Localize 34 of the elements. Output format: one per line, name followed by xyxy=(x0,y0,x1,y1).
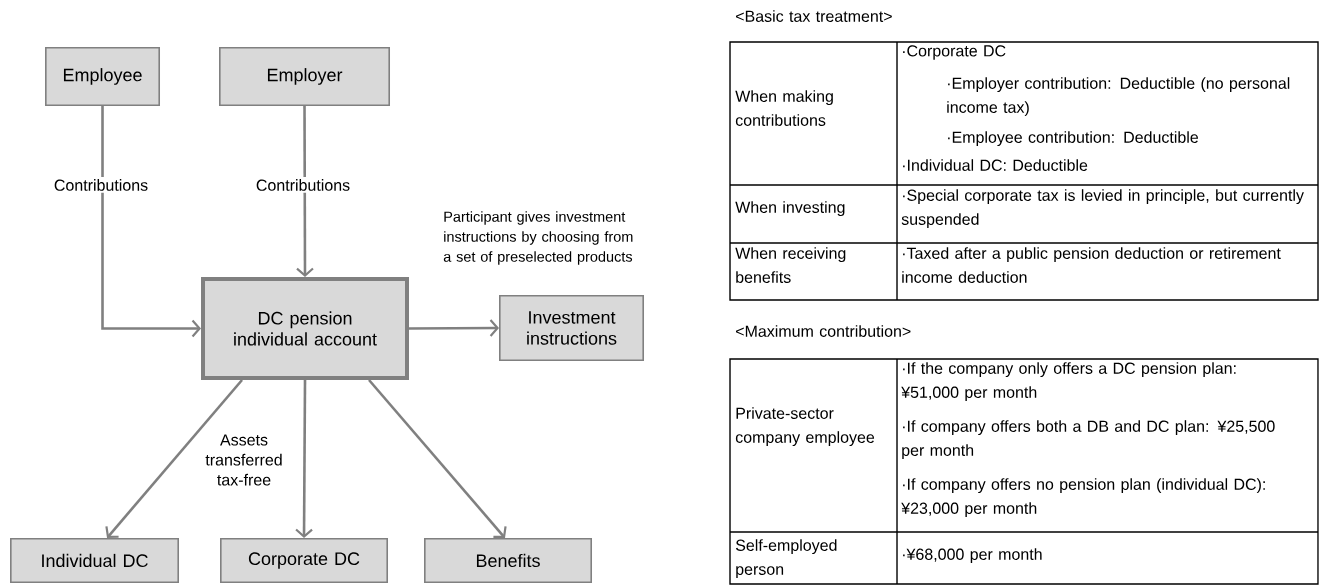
edge-label: Contributions xyxy=(253,177,353,193)
table-title: <Maximum contribution> xyxy=(736,325,911,337)
edge-label: Contributions xyxy=(51,177,151,193)
table-cell-text: When investing xyxy=(735,201,845,217)
edge-label: Assets transferred tax-free xyxy=(205,434,282,486)
table-cell-text: ·¥68,000 per month xyxy=(903,548,1042,564)
table-cell-text: ·If the company only offers a DC pension plan: ¥51,000 per month xyxy=(901,362,1236,402)
arrow xyxy=(409,319,499,337)
process-box: Corporate DC xyxy=(220,538,388,583)
arrow xyxy=(295,380,313,538)
table-cell-text: ·Taxed after a public pension deduction or retirement income deduction xyxy=(902,247,1281,283)
table-cell-text: ·Special corporate tax is levied in principle, but currently suspended xyxy=(901,189,1304,229)
table-cell-text: ·Individual DC: Deductible xyxy=(903,159,1088,171)
arrow xyxy=(296,106,314,277)
table-cell-text: ·If company offers no pension plan (individual DC): ¥23,000 per month xyxy=(901,478,1265,518)
table-cell-text: When making contributions xyxy=(735,90,833,126)
table-cell-text: ·Employee contribution: Deductible xyxy=(948,131,1198,147)
table-cell-text: ·Employer contribution: Deductible (no personal income tax) xyxy=(947,77,1290,117)
process-box: Investment instructions xyxy=(499,295,644,361)
arrow xyxy=(105,379,243,538)
table-cell-text: Self-employed person xyxy=(735,539,837,579)
process-box: DC pension individual account xyxy=(201,277,409,380)
process-box: Individual DC xyxy=(10,538,179,583)
process-box: Benefits xyxy=(424,538,592,583)
process-box: Employee xyxy=(45,47,160,106)
arrow xyxy=(368,379,507,538)
arrow xyxy=(101,106,201,338)
table-cell-text: ·If company offers both a DB and DC plan: ¥25,500 per month xyxy=(902,420,1275,460)
table-title: <Basic tax treatment> xyxy=(736,10,892,22)
table-cell-text: When receiving benefits xyxy=(735,247,846,283)
process-box: Employer xyxy=(219,47,390,106)
table-cell-text: Private-sector company employee xyxy=(735,407,875,447)
edge-label: Participant gives investment instructions by choosing from a set of preselected products xyxy=(443,211,633,265)
table-cell-text: ·Corporate DC xyxy=(903,45,1006,60)
